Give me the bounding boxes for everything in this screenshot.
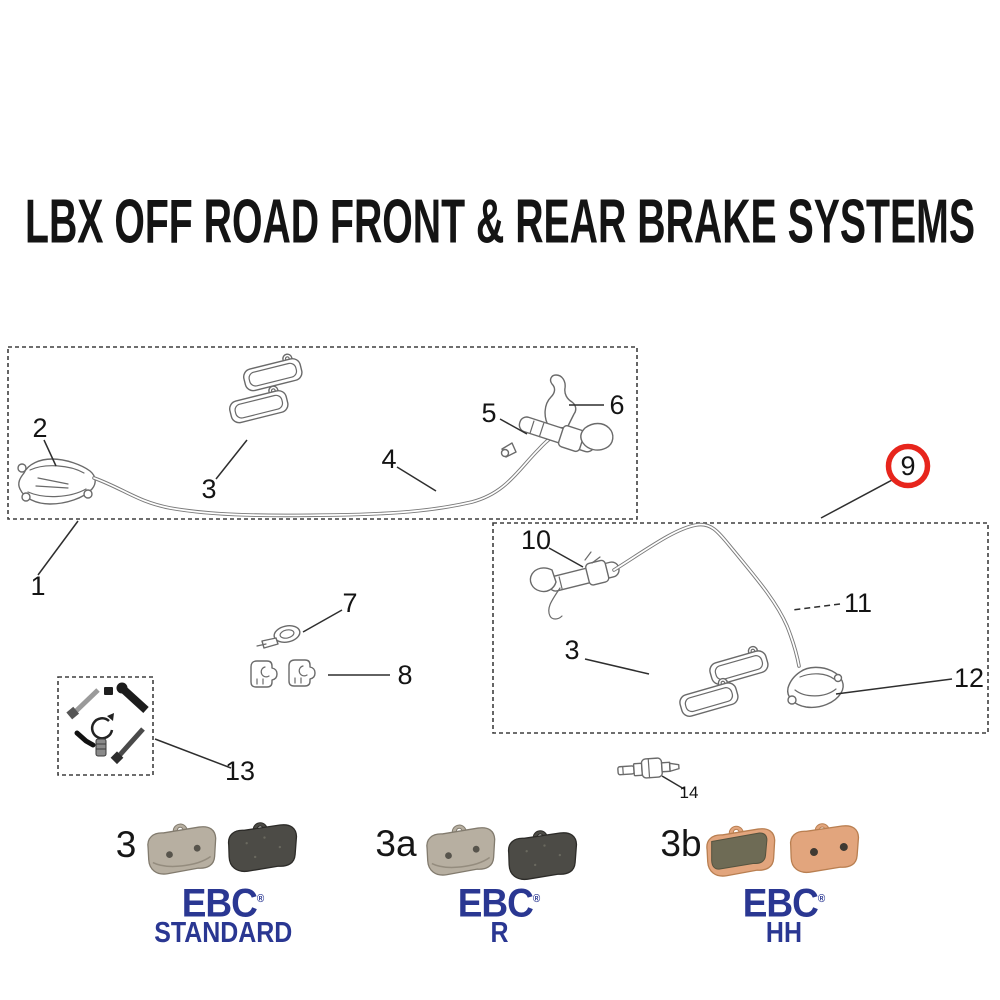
tier-text: HH [679, 917, 889, 950]
pad-photo-standard [147, 822, 298, 875]
callout-13: 13 [225, 756, 255, 786]
ebc-standard-logo: EBC® STANDARD [118, 883, 328, 950]
callout-9: 9 [900, 451, 915, 481]
callout-5: 5 [481, 398, 496, 428]
brand-name: EBC [181, 880, 258, 926]
callout-8: 8 [397, 660, 412, 690]
ebc-brand-text: EBC® [458, 883, 541, 923]
callout-2: 2 [32, 413, 47, 443]
front-system-box [7, 346, 638, 520]
pad-set-label-standard: 3 [115, 824, 137, 865]
title-group: LBX OFF ROAD FRONT & REAR BRAKE SYSTEMS [25, 186, 975, 256]
small-parts-box [57, 676, 154, 776]
callout-6: 6 [609, 390, 624, 420]
callout-11: 11 [844, 588, 872, 618]
front-caliper-drawing [17, 458, 96, 505]
pad-set-label-r: 3a [375, 823, 417, 864]
callout-3-front: 3 [201, 474, 216, 504]
ebc-r-logo: EBC® R [394, 883, 604, 950]
pad-set-label-hh: 3b [660, 823, 702, 864]
tier-name: HH [765, 917, 803, 950]
callout-12: 12 [954, 663, 984, 693]
pad-photo-r [426, 824, 578, 881]
rear-pads-drawing [679, 645, 769, 717]
callout-10: 10 [521, 525, 551, 555]
front-hose-drawing [92, 427, 568, 518]
front-lever-drawing [500, 374, 614, 458]
brand-name: EBC [457, 880, 534, 926]
page-title: LBX OFF ROAD FRONT & REAR BRAKE SYSTEMS [25, 186, 975, 256]
ebc-brand-text: EBC® [182, 883, 265, 923]
registered-mark: ® [532, 893, 541, 906]
pad-photo-hh [706, 823, 860, 877]
rear-lever-drawing [529, 551, 620, 620]
callout-14: 14 [680, 783, 699, 802]
registered-mark: ® [817, 893, 826, 906]
registered-mark: ® [256, 893, 265, 906]
front-pads-drawing [228, 353, 303, 424]
ebc-brand-text: EBC® [743, 883, 826, 923]
ebc-hh-logo: EBC® HH [679, 883, 889, 950]
rear-hose-drawing [612, 522, 801, 668]
tier-name: R [489, 917, 509, 950]
hose-clip-drawing [256, 625, 301, 649]
callout-1: 1 [30, 571, 45, 601]
highlight-circle: 9 [885, 443, 931, 489]
callout-7: 7 [342, 588, 357, 618]
tier-name: STANDARD [153, 917, 293, 950]
callout-4: 4 [381, 444, 396, 474]
brand-name: EBC [742, 880, 819, 926]
hose-connector-drawing [617, 757, 680, 779]
leader-lines [37, 404, 953, 790]
tier-text: R [394, 917, 604, 950]
callout-3-rear: 3 [564, 635, 579, 665]
frame-clips-drawing [250, 659, 316, 688]
rear-caliper-drawing [787, 666, 844, 709]
tier-text: STANDARD [118, 917, 328, 950]
small-parts-kit-drawing [66, 682, 149, 765]
rear-system-box [492, 522, 989, 734]
